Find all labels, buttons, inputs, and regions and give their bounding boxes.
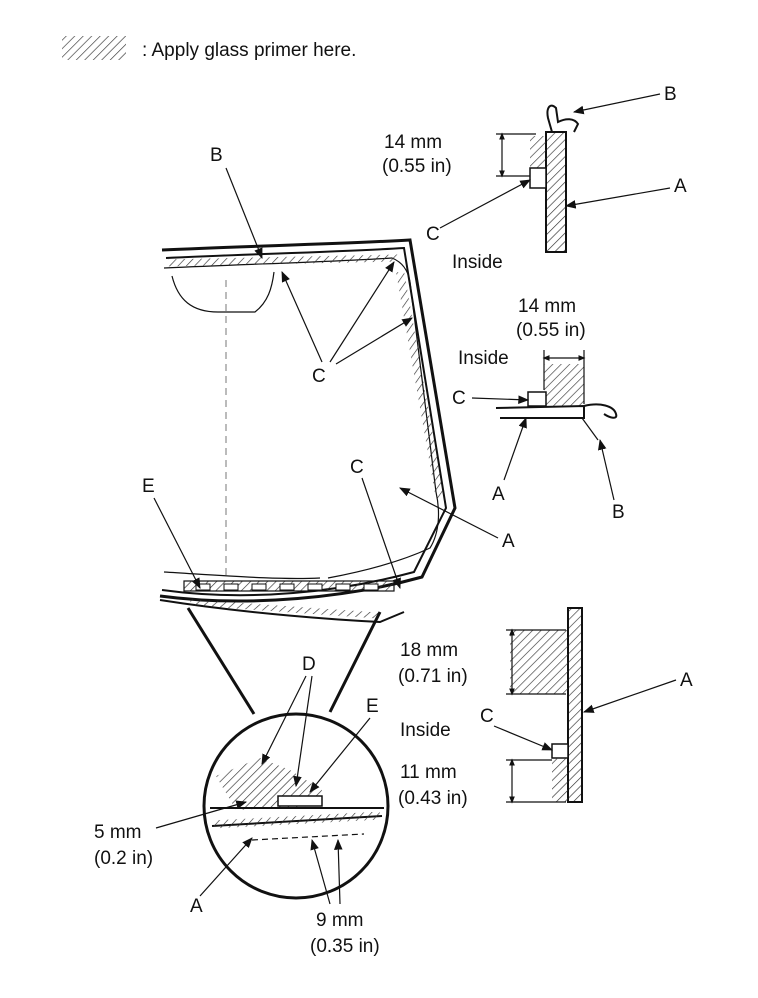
callout-a-bottom: A <box>680 670 693 691</box>
legend-hatch-swatch <box>62 36 126 60</box>
dim-bottom-11mm-in: (0.43 in) <box>398 788 468 809</box>
callout-c-bottom: C <box>480 706 494 727</box>
callout-a-main: A <box>502 531 515 552</box>
dim-bottom-18mm: 18 mm <box>400 640 458 661</box>
dim-detail-9mm: 9 mm <box>316 910 364 931</box>
detail-view <box>202 712 390 900</box>
callout-c-main-top: C <box>312 366 326 387</box>
section-bottom: 18 mm (0.71 in) Inside C A 11 mm (0.43 i… <box>398 607 693 809</box>
section-middle: 14 mm (0.55 in) Inside C A B <box>452 296 625 523</box>
callout-b-middle: B <box>612 502 625 523</box>
dim-bottom-18mm-in: (0.71 in) <box>398 666 468 687</box>
spacer-tabs-bottom <box>195 583 379 591</box>
dim-detail-9mm-in: (0.35 in) <box>310 936 380 957</box>
detail-callouts: D E 5 mm (0.2 in) A 9 mm (0.35 in) <box>94 654 380 957</box>
callout-a-top: A <box>674 176 687 197</box>
callout-c-middle: C <box>452 388 466 409</box>
callout-d-detail: D <box>302 654 316 675</box>
legend-text: : Apply glass primer here. <box>142 40 356 61</box>
dim-detail-5mm: 5 mm <box>94 822 142 843</box>
primer-strip-side <box>396 271 444 499</box>
callout-b-main: B <box>210 145 223 166</box>
main-view-callouts: B C C A E <box>142 145 515 590</box>
windshield-view <box>159 238 457 624</box>
callout-e-detail: E <box>366 696 379 717</box>
label-inside-top: Inside <box>452 252 503 273</box>
label-inside-bottom: Inside <box>400 720 451 741</box>
dim-bottom-11mm: 11 mm <box>400 762 457 783</box>
dim-middle-mm: 14 mm <box>518 296 576 317</box>
section-top: 14 mm (0.55 in) B A C Inside <box>382 84 687 273</box>
dim-middle-in: (0.55 in) <box>516 320 586 341</box>
callout-b-top: B <box>664 84 677 105</box>
callout-c-main-bottom: C <box>350 457 364 478</box>
dim-detail-5mm-in: (0.2 in) <box>94 848 153 869</box>
dim-top-mm: 14 mm <box>384 132 442 153</box>
lower-molding-hatch <box>190 599 380 619</box>
primer-strip-top <box>167 254 399 267</box>
legend: : Apply glass primer here. <box>62 36 356 61</box>
label-inside-middle: Inside <box>458 348 509 369</box>
dim-top-in: (0.55 in) <box>382 156 452 177</box>
callout-a-detail: A <box>190 896 203 917</box>
callout-c-top: C <box>426 224 440 245</box>
callout-e-main: E <box>142 476 155 497</box>
callout-a-middle: A <box>492 484 505 505</box>
